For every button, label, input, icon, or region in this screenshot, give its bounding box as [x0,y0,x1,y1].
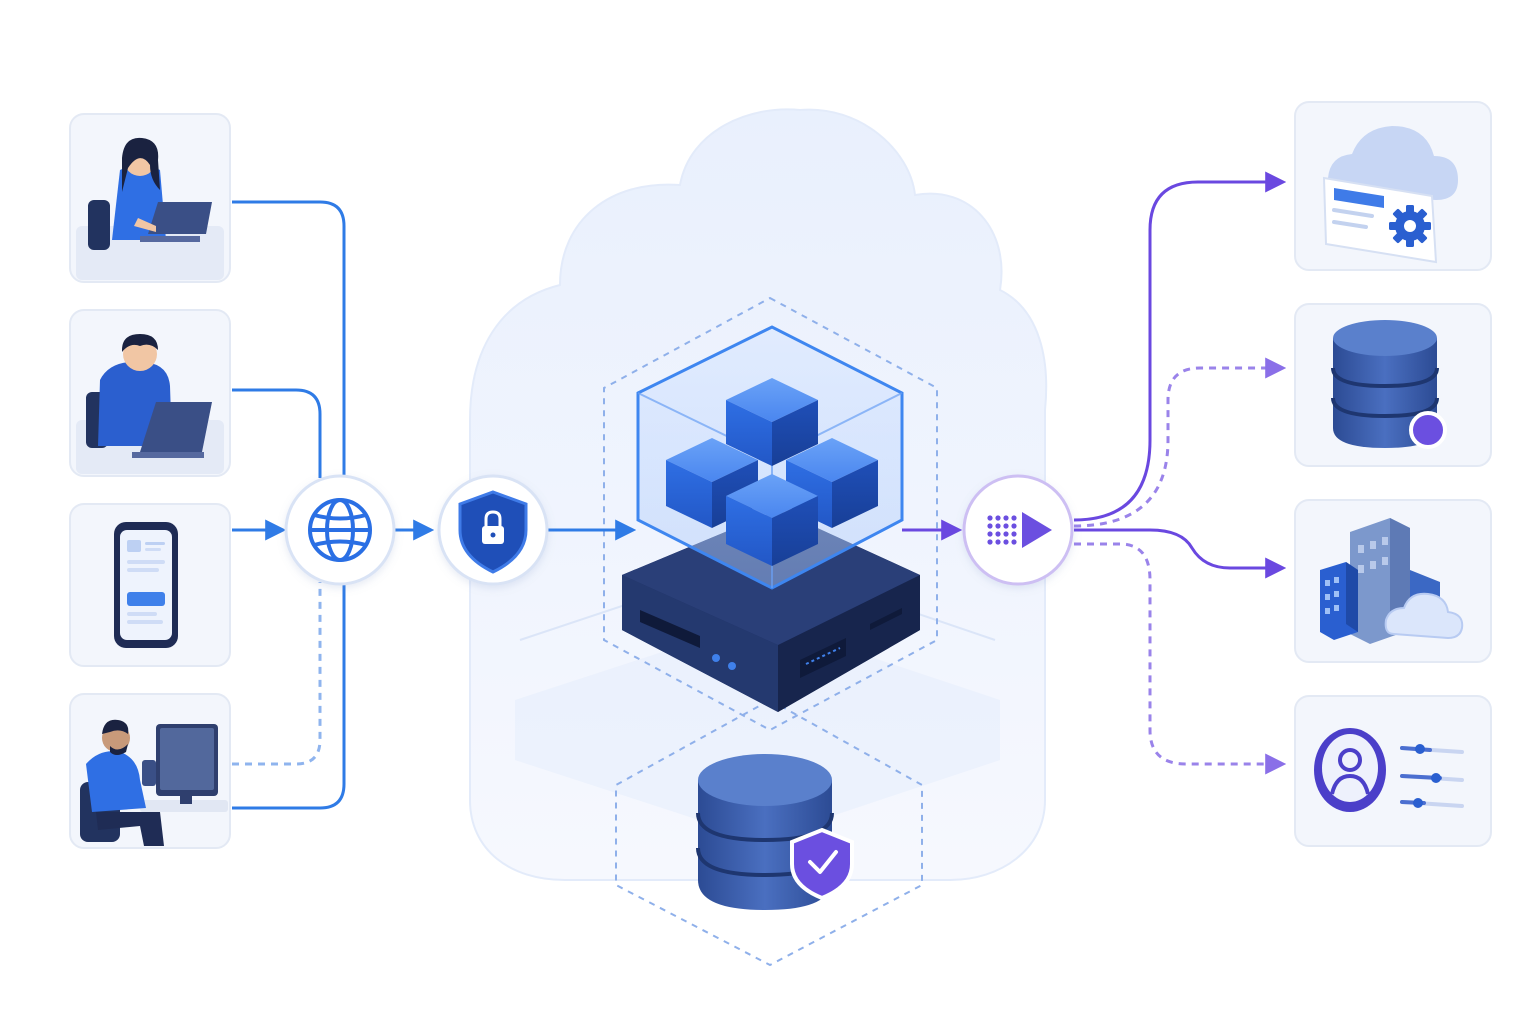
link-remote-worker [232,200,346,478]
destination-card-cloud-config[interactable] [1294,101,1492,271]
router-node[interactable] [962,474,1074,586]
person-hoodie-laptop-icon [76,334,224,474]
database-icon [1331,320,1447,449]
link-router-cloud-config [1073,171,1287,522]
person-laptop-icon [76,137,224,280]
link-desktop-user [232,582,346,810]
client-connectors [232,200,637,810]
user-profile-settings-icon [1314,728,1464,812]
destination-card-database[interactable] [1294,303,1492,467]
smartphone-icon [114,522,178,648]
globe-node[interactable] [284,474,396,586]
data-stream-arrow-icon [987,512,1052,548]
shield-check-icon [790,827,854,901]
destination-card-user-profile[interactable] [1294,695,1492,847]
secure-database-icon[interactable] [696,754,854,910]
link-router-user-profile [1074,542,1287,775]
client-card-mobile-app[interactable] [69,503,231,667]
modular-cubes-server-icon[interactable] [622,325,920,712]
link-desktop-dashed [232,582,322,766]
cube-top [726,378,818,466]
client-card-developer[interactable] [69,309,231,477]
client-card-remote-worker[interactable] [69,113,231,283]
cube-right [786,438,878,528]
cube-left [666,438,758,528]
person-desktop-icon [80,719,228,846]
office-building-cloud-icon [1320,518,1464,644]
core-zone-outline [603,296,938,732]
output-connectors [902,171,1287,775]
link-router-enterprise [1074,528,1287,579]
cube-front [726,474,818,566]
globe-icon [308,498,372,562]
link-developer [232,388,322,478]
link-router-database [1073,357,1287,528]
storage-zone-outline [615,698,923,967]
shield-node[interactable] [437,474,549,586]
destination-card-enterprise[interactable] [1294,499,1492,663]
client-card-desktop-user[interactable] [69,693,231,849]
cloud-settings-icon [1322,126,1458,264]
shield-lock-icon [458,490,528,574]
